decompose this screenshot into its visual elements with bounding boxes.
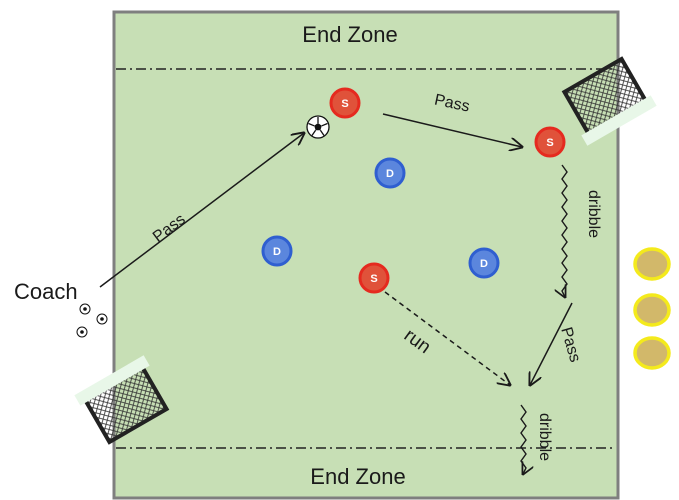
field	[112, 10, 620, 500]
defender-label: D	[386, 168, 394, 180]
pass-arrow-right	[530, 302, 573, 385]
defender-player: D	[468, 247, 500, 279]
soccer-ball-icon-coach-2	[96, 313, 108, 325]
pass-arrow-coach	[99, 133, 304, 288]
cone-marker-icon	[633, 336, 671, 370]
dribble-path-2	[520, 404, 526, 474]
coach-label: Coach	[14, 279, 78, 304]
defender-player: D	[374, 157, 406, 189]
striker-player: S	[358, 262, 390, 294]
cone-marker-icon	[633, 247, 671, 281]
defender-label: D	[480, 258, 488, 270]
defender-label: D	[273, 246, 281, 258]
soccer-ball-icon-coach-1	[79, 303, 91, 315]
dribble-label-1: dribble	[585, 190, 602, 238]
cone-marker-icon	[633, 293, 671, 327]
dribble-label-2: dribble	[536, 413, 553, 461]
striker-player: S	[329, 87, 361, 119]
top-end-zone-label: End Zone	[302, 22, 397, 47]
striker-label: S	[370, 273, 377, 285]
run-arrow	[384, 291, 510, 385]
striker-player: S	[534, 126, 566, 158]
defender-player: D	[261, 235, 293, 267]
soccer-ball-icon	[306, 115, 330, 139]
striker-label: S	[546, 137, 553, 149]
pass-arrow-top	[382, 113, 522, 147]
striker-label: S	[341, 98, 348, 110]
soccer-ball-icon-coach-3	[76, 326, 88, 338]
dribble-path-1	[562, 164, 568, 297]
bottom-end-zone-label: End Zone	[310, 464, 405, 489]
goal-net-icon-bottom-left	[74, 355, 170, 445]
goal-net-icon-top-right	[561, 56, 657, 146]
